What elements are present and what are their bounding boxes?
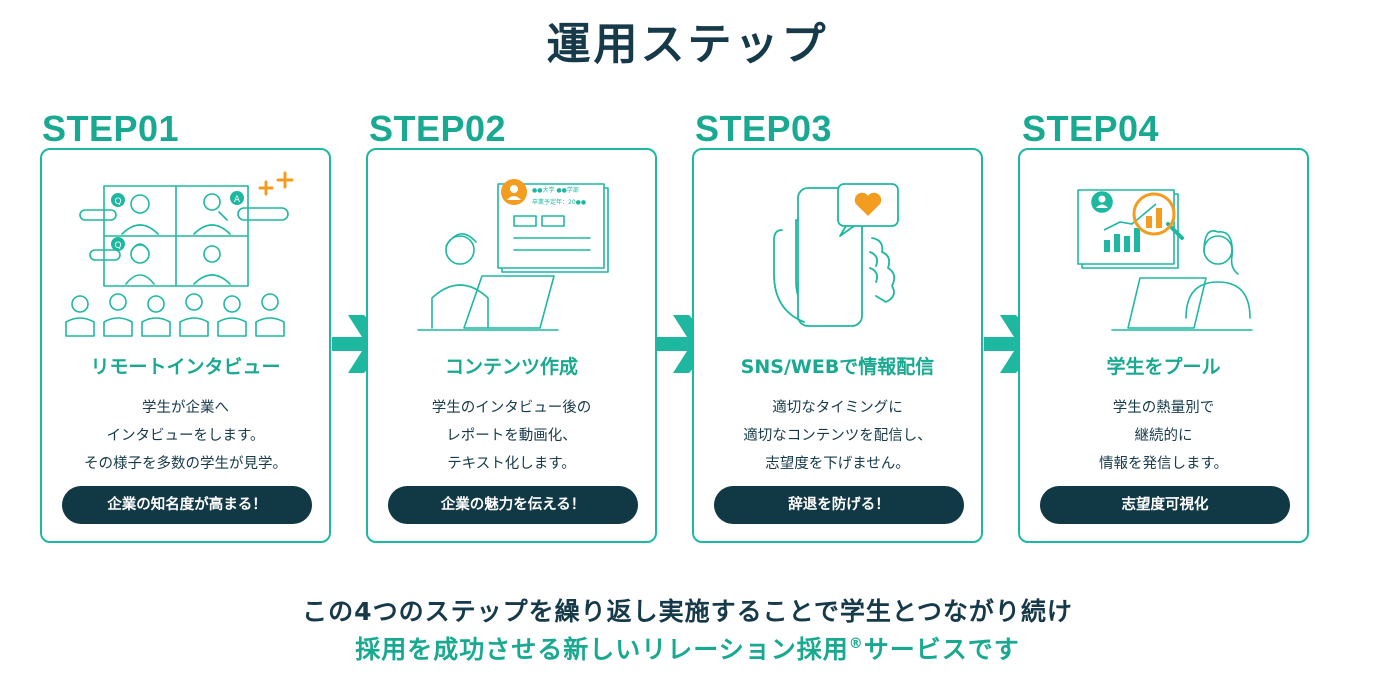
registered-mark: ®: [848, 636, 864, 652]
step-title: リモートインタビュー: [90, 356, 281, 378]
svg-text:A: A: [234, 195, 241, 205]
step-benefit-badge: 辞退を防げる！: [714, 486, 964, 524]
smartphone-heart-icon: [773, 183, 899, 327]
analytics-icon: [1077, 189, 1253, 331]
step-benefit-badge: 志望度可視化: [1040, 486, 1290, 524]
step-card-02: ●●大学 ●●学部 卒業予定年：20●● コンテンツ作成 学生のインタビュー後の…: [366, 148, 657, 543]
video-interview-icon: Q Q A: [65, 171, 294, 337]
step-card-04: 学生をプール 学生の熱量別で継続的に情報を発信します。 志望度可視化: [1018, 148, 1309, 543]
page-title: 運用ステップ: [546, 19, 829, 70]
summary-line-1: この4つのステップを繰り返し実施することで学生とつながり続け: [302, 597, 1073, 626]
summary-line-2: 採用を成功させる新しいリレーション採用®サービスです: [355, 635, 1020, 664]
step-benefit-badge: 企業の魅力を伝える！: [388, 486, 638, 524]
step-description: 学生が企業へインタビューをします。その様子を多数の学生が見学。: [84, 400, 287, 472]
step-description: 適切なタイミングに適切なコンテンツを配信し、志望度を下げません。: [743, 400, 932, 472]
step-description: 学生のインタビュー後のレポートを動画化、テキスト化します。: [431, 400, 592, 472]
step-label-03: STEP03: [695, 108, 833, 149]
svg-text:卒業予定年：20●●: 卒業予定年：20●●: [532, 198, 586, 206]
content-creation-icon: ●●大学 ●●学部 卒業予定年：20●●: [417, 179, 609, 331]
step-label-04: STEP04: [1022, 108, 1160, 149]
step-description: 学生の熱量別で継続的に情報を発信します。: [1098, 400, 1229, 472]
step-card-01: Q Q A リモートインタビュー 学生が企業へインタビューをします。その様子を多…: [40, 148, 331, 543]
step-benefit-badge: 企業の知名度が高まる！: [62, 486, 312, 524]
step-title: コンテンツ作成: [444, 356, 578, 378]
svg-text:Q: Q: [114, 241, 121, 251]
step-card-03: SNS/WEBで情報配信 適切なタイミングに適切なコンテンツを配信し、志望度を下…: [692, 148, 983, 543]
step-title: SNS/WEBで情報配信: [740, 356, 935, 378]
svg-text:●●大学 ●●学部: ●●大学 ●●学部: [532, 186, 579, 194]
svg-text:Q: Q: [114, 197, 121, 207]
step-title: 学生をプール: [1106, 356, 1221, 378]
step-label-01: STEP01: [42, 108, 180, 149]
step-label-02: STEP02: [369, 108, 507, 149]
